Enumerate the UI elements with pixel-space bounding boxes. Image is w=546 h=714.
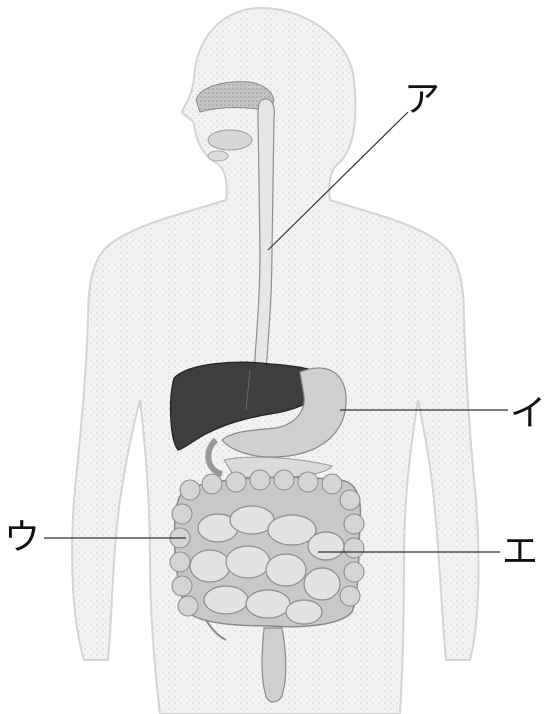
label-u: ウ [4, 520, 40, 556]
rectum [262, 628, 286, 702]
label-a: ア [404, 82, 440, 118]
tongue [208, 130, 252, 150]
label-e: エ [502, 534, 538, 570]
label-i: イ [510, 396, 546, 432]
